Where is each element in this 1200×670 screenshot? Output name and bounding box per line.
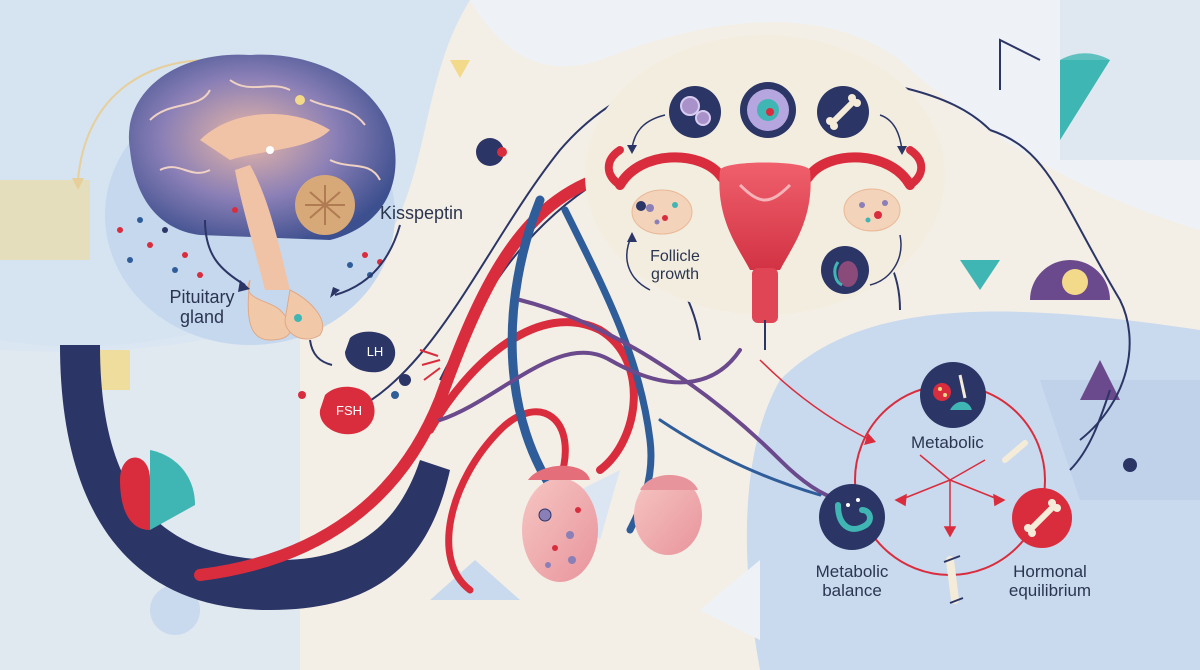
ovary-icon: [631, 189, 693, 235]
ovary-icon: [843, 188, 901, 232]
follicle-label-line2: growth: [650, 265, 700, 283]
yellow-arc: [77, 59, 211, 181]
metabolic-balance-line1: Metabolic: [815, 562, 889, 581]
metabolic-label: Metabolic: [911, 433, 984, 452]
brain-icon: [105, 54, 396, 345]
hormonal-label-line2: equilibrium: [1008, 580, 1092, 600]
blood-vessels: [194, 169, 842, 594]
testis-icon: [634, 475, 702, 555]
cell-icon: [740, 82, 796, 138]
cell-icon: [669, 86, 721, 138]
testis-icon: [522, 465, 598, 582]
balance-arrows: [894, 454, 1006, 538]
metabolic-balance-line2: balance: [822, 580, 882, 600]
follicle-growth-label: Follicle growth: [620, 248, 730, 283]
hormonal-label-line1: Hormonal: [1013, 562, 1087, 581]
metabolic-balance-label: Metabolic balance: [792, 562, 912, 600]
microscope-icon: [920, 362, 986, 428]
follicle-label-line1: Follicle: [650, 248, 700, 265]
lh-label: LH: [366, 344, 384, 359]
pituitary-gland-icon: [247, 279, 324, 341]
fsh-label: FSH: [336, 403, 362, 418]
kisspeptin-label: Kisspeptin: [380, 203, 464, 223]
bone-icon: [943, 555, 964, 604]
hormonal-equilibrium-label: Hormonal equilibrium: [990, 562, 1110, 600]
stomach-icon: [819, 484, 885, 550]
pituitary-arrows: [204, 219, 401, 366]
pituitary-gland-label: Pituitary gland: [142, 287, 262, 328]
lh-blob: [345, 331, 396, 373]
testis-icon: [821, 246, 869, 294]
fsh-blob: [319, 386, 375, 435]
hormone-dots: [117, 217, 383, 278]
bone-icon: [817, 86, 869, 138]
bone-icon: [1002, 440, 1028, 463]
bone-icon: [1012, 488, 1072, 548]
navy-swoosh: [60, 345, 450, 610]
pituitary-label-line1: Pituitary: [169, 287, 235, 307]
pituitary-label-line2: gland: [179, 306, 225, 327]
